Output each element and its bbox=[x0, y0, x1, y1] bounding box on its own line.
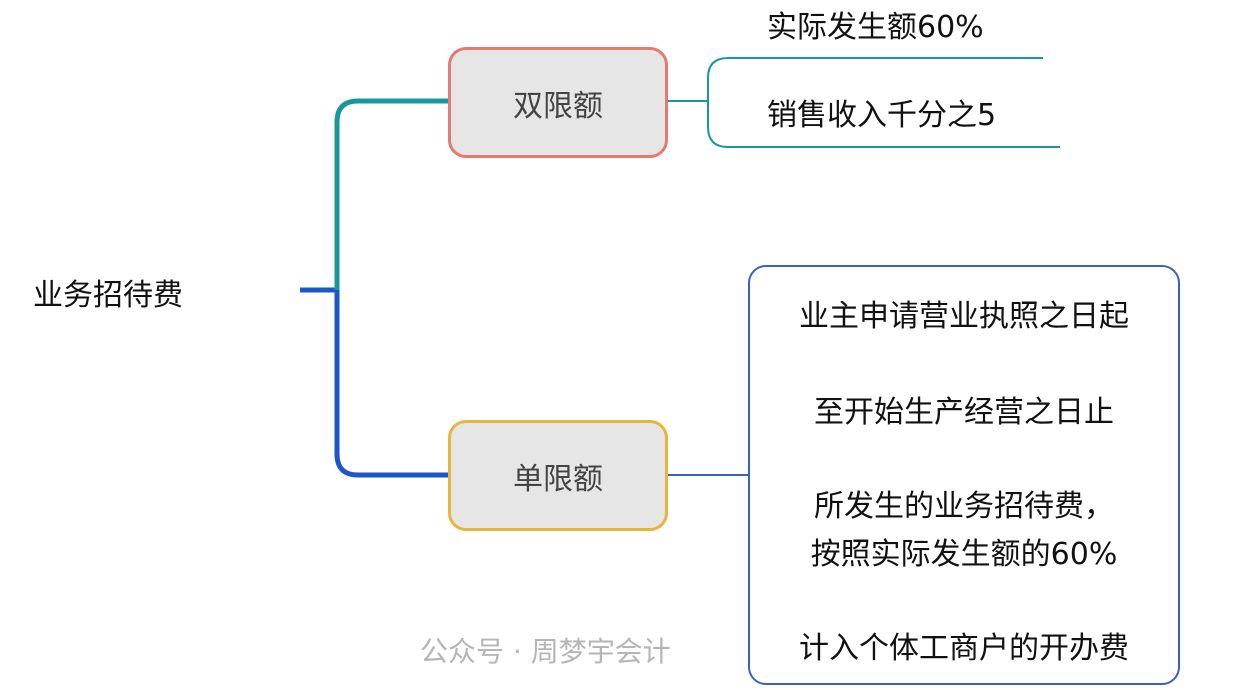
node-double-limit: 双限额 bbox=[448, 47, 668, 158]
detail-line: 计入个体工商户的开办费 bbox=[799, 631, 1129, 666]
branch-line-double-limit bbox=[334, 98, 448, 290]
node-label: 单限额 bbox=[513, 461, 603, 497]
detail-line: 至开始生产经营之日止 bbox=[814, 395, 1114, 430]
bracket-double-limit bbox=[668, 57, 1060, 148]
detail-line: 按照实际发生额的60% bbox=[810, 537, 1118, 572]
leaf-actual-amount: 实际发生额60% bbox=[767, 10, 984, 45]
watermark: 公众号 · 周梦宇会计 bbox=[420, 635, 671, 668]
node-single-limit: 单限额 bbox=[448, 420, 668, 531]
branch-line-single-limit bbox=[334, 290, 448, 478]
detail-box-single-limit: 业主申请营业执照之日起 至开始生产经营之日止 所发生的业务招待费， 按照实际发生… bbox=[748, 265, 1180, 685]
root-topic: 业务招待费 bbox=[33, 278, 183, 313]
detail-line: 业主申请营业执照之日起 bbox=[799, 299, 1129, 334]
detail-line: 所发生的业务招待费， bbox=[814, 489, 1114, 524]
leaf-sales-revenue: 销售收入千分之5 bbox=[767, 98, 997, 133]
node-label: 双限额 bbox=[513, 88, 603, 124]
